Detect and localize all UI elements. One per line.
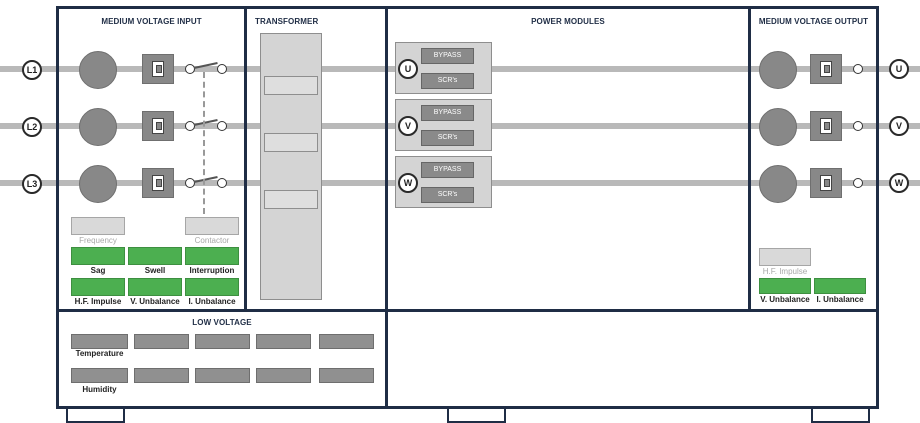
input-i-unbalance-label: I. Unbalance	[188, 297, 236, 306]
output-ct-2-icon	[759, 108, 797, 146]
temperature-label: Temperature	[75, 349, 124, 358]
output-v-unbalance-label: V. Unbalance	[760, 295, 810, 304]
temperature-sensor-3	[195, 334, 250, 349]
divider-overlay-1	[244, 6, 247, 311]
sag-label: Sag	[90, 266, 106, 275]
output-node-1	[853, 64, 863, 74]
frame-right-overlay	[876, 6, 879, 409]
divider-overlay-2	[385, 6, 388, 409]
swell-indicator	[128, 247, 182, 265]
section-title-mv-input: MEDIUM VOLTAGE INPUT	[101, 17, 202, 26]
input-node-3a	[185, 178, 195, 188]
transformer-body	[260, 33, 322, 300]
input-v-unbalance-label: V. Unbalance	[130, 297, 180, 306]
module-w-label-top: W	[398, 173, 418, 193]
transformer-winding-2	[264, 133, 318, 152]
output-ct-3-icon	[759, 165, 797, 203]
section-title-low-voltage: LOW VOLTAGE	[192, 318, 252, 327]
temperature-sensor-4	[256, 334, 311, 349]
divider-overlay-3	[748, 6, 751, 311]
section-title-power-modules: POWER MODULES	[531, 17, 605, 26]
cabinet-foot-right	[811, 409, 870, 423]
swell-label: Swell	[144, 266, 166, 275]
module-v-bypass-button[interactable]: BYPASS	[421, 105, 474, 121]
contactor-indicator	[185, 217, 239, 235]
module-u-bypass-button[interactable]: BYPASS	[421, 48, 474, 64]
input-node-1b	[217, 64, 227, 74]
phase-l3-label: L3	[22, 174, 42, 194]
output-phase-u-label: U	[889, 59, 909, 79]
module-w-bypass-button[interactable]: BYPASS	[421, 162, 474, 178]
output-breaker-2-icon	[810, 111, 842, 141]
module-v-scr-button[interactable]: SCR's	[421, 130, 474, 146]
contactor-link-dashed	[203, 72, 205, 214]
output-breaker-1-icon	[810, 54, 842, 84]
input-hf-impulse-indicator	[71, 278, 125, 296]
interruption-indicator	[185, 247, 239, 265]
output-i-unbalance-indicator	[814, 278, 866, 294]
temperature-sensor-2	[134, 334, 189, 349]
module-u-scr-button[interactable]: SCR's	[421, 73, 474, 89]
contactor-label: Contactor	[194, 236, 230, 245]
module-w-scr-button[interactable]: SCR's	[421, 187, 474, 203]
module-v-label-top: V	[398, 116, 418, 136]
output-ct-1-icon	[759, 51, 797, 89]
phase-l1-label: L1	[22, 60, 42, 80]
transformer-winding-1	[264, 76, 318, 95]
output-phase-v-label: V	[889, 116, 909, 136]
cabinet-foot-left	[66, 409, 125, 423]
temperature-sensor-1	[71, 334, 128, 349]
humidity-label: Humidity	[82, 385, 117, 394]
input-node-1a	[185, 64, 195, 74]
humidity-sensor-2	[134, 368, 189, 383]
input-ct-1-icon	[79, 51, 117, 89]
output-v-unbalance-indicator	[759, 278, 811, 294]
output-node-2	[853, 121, 863, 131]
phase-l2-label: L2	[22, 117, 42, 137]
output-phase-w-label: W	[889, 173, 909, 193]
input-i-unbalance-indicator	[185, 278, 239, 296]
temperature-sensor-5	[319, 334, 374, 349]
frame-left-overlay	[56, 6, 59, 409]
input-hf-impulse-label: H.F. Impulse	[74, 297, 122, 306]
section-title-transformer: TRANSFORMER	[255, 17, 319, 26]
section-title-mv-output: MEDIUM VOLTAGE OUTPUT	[758, 17, 869, 26]
transformer-winding-3	[264, 190, 318, 209]
cabinet-foot-center	[447, 409, 506, 423]
humidity-sensor-5	[319, 368, 374, 383]
input-breaker-1-icon	[142, 54, 174, 84]
sag-indicator	[71, 247, 125, 265]
humidity-sensor-3	[195, 368, 250, 383]
output-hf-impulse-label: H.F. Impulse	[762, 267, 808, 276]
input-ct-3-icon	[79, 165, 117, 203]
output-breaker-3-icon	[810, 168, 842, 198]
humidity-sensor-4	[256, 368, 311, 383]
input-node-3b	[217, 178, 227, 188]
input-node-2b	[217, 121, 227, 131]
interruption-label: Interruption	[189, 266, 235, 275]
input-breaker-3-icon	[142, 168, 174, 198]
input-breaker-2-icon	[142, 111, 174, 141]
output-i-unbalance-label: I. Unbalance	[816, 295, 864, 304]
input-node-2a	[185, 121, 195, 131]
output-hf-impulse-indicator	[759, 248, 811, 266]
frequency-indicator	[71, 217, 125, 235]
module-u-label-top: U	[398, 59, 418, 79]
input-ct-2-icon	[79, 108, 117, 146]
input-v-unbalance-indicator	[128, 278, 182, 296]
frequency-label: Frequency	[79, 236, 117, 245]
output-node-3	[853, 178, 863, 188]
humidity-sensor-1	[71, 368, 128, 383]
divider-low-voltage	[56, 309, 879, 312]
